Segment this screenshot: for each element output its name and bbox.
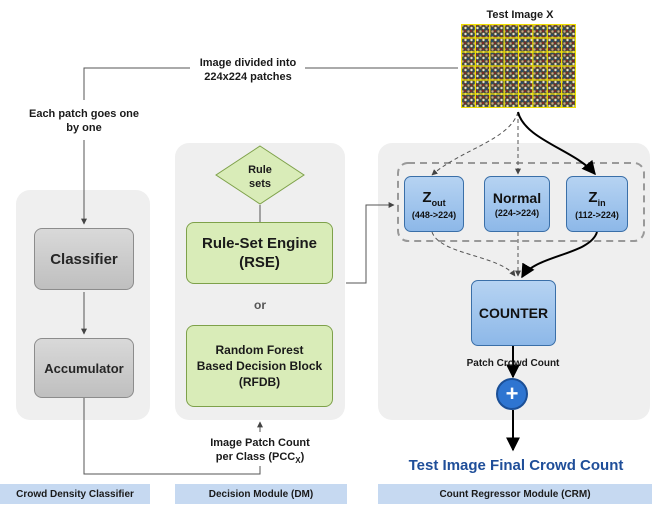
divided-line (83, 67, 458, 100)
plus-circle: + (496, 378, 528, 410)
img-to-zin-arrow (517, 111, 596, 176)
zout-box: Zout (448->224) (404, 176, 464, 232)
rule-sets-line1: Rule (248, 164, 272, 176)
rse-line1: Rule-Set Engine (201, 235, 317, 252)
zout-size: (448->224) (411, 209, 457, 220)
divided-label-line1: Image divided into (199, 57, 297, 69)
rule-sets-label: Rule sets (230, 163, 290, 191)
divided-label-line2: 224x224 patches (204, 71, 292, 83)
accumulator-to-pcc-line (83, 398, 261, 475)
footer-crm: Count Regressor Module (CRM) (378, 484, 652, 504)
pcc-line2: per Class (PCCX) (190, 450, 330, 468)
rfdb-box: Random Forest Based Decision Block (RFDB… (186, 325, 333, 407)
zout-main: Z (422, 188, 432, 206)
classifier-box: Classifier (34, 228, 134, 290)
divided-label: Image divided into 224x224 patches (192, 56, 304, 84)
zout-sub: out (431, 197, 446, 208)
rule-sets-line2: sets (248, 178, 272, 190)
counter-box: COUNTER (471, 280, 556, 346)
pcc-close: ) (300, 451, 305, 463)
rse-box: Rule-Set Engine (RSE) (186, 222, 333, 284)
zin-title: Zin (588, 189, 605, 208)
rfdb-line1: Random Forest (215, 343, 304, 357)
dm-to-crm-arrow (346, 202, 395, 284)
pcc-label: Image Patch Count per Class (PCCX) (190, 436, 330, 468)
zin-size: (112->224) (575, 209, 619, 220)
pcc-line1: Image Patch Count (210, 437, 310, 449)
zout-title: Zout (422, 189, 445, 208)
img-to-zout-arrow (431, 111, 519, 176)
normal-size: (224->224) (494, 208, 540, 218)
zin-sub: in (597, 197, 606, 208)
zin-to-counter-arrow (521, 231, 598, 279)
rfdb-line2: Based Decision Block (196, 359, 323, 373)
rse-line2: (RSE) (239, 254, 280, 271)
zin-main: Z (588, 188, 598, 206)
test-image-patch-grid (461, 24, 576, 108)
zin-box: Zin (112->224) (566, 176, 628, 232)
normal-title: Normal (492, 190, 542, 206)
plus-icon: + (505, 381, 519, 406)
or-label: or (254, 298, 266, 312)
footer-dm: Decision Module (DM) (175, 484, 347, 504)
scale-group-dashed (397, 162, 645, 242)
test-image-label: Test Image X (486, 9, 554, 21)
pcc-subscript: X (295, 456, 301, 466)
pcc-line2-text: per Class (PCC (215, 451, 296, 463)
normal-box: Normal (224->224) (484, 176, 550, 232)
rfdb-line3: (RFDB) (238, 375, 281, 389)
each-patch-line1: Each patch goes one (28, 108, 140, 120)
final-count-title: Test Image Final Crowd Count (408, 457, 624, 474)
zout-to-counter-arrow (431, 231, 516, 277)
footer-cdc: Crowd Density Classifier (0, 484, 150, 504)
patch-crowd-count-label: Patch Crowd Count (466, 358, 560, 369)
each-patch-line2: by one (66, 122, 102, 134)
rule-sets-diamond (215, 145, 305, 205)
accumulator-box: Accumulator (34, 338, 134, 398)
each-patch-label: Each patch goes one by one (18, 107, 150, 135)
